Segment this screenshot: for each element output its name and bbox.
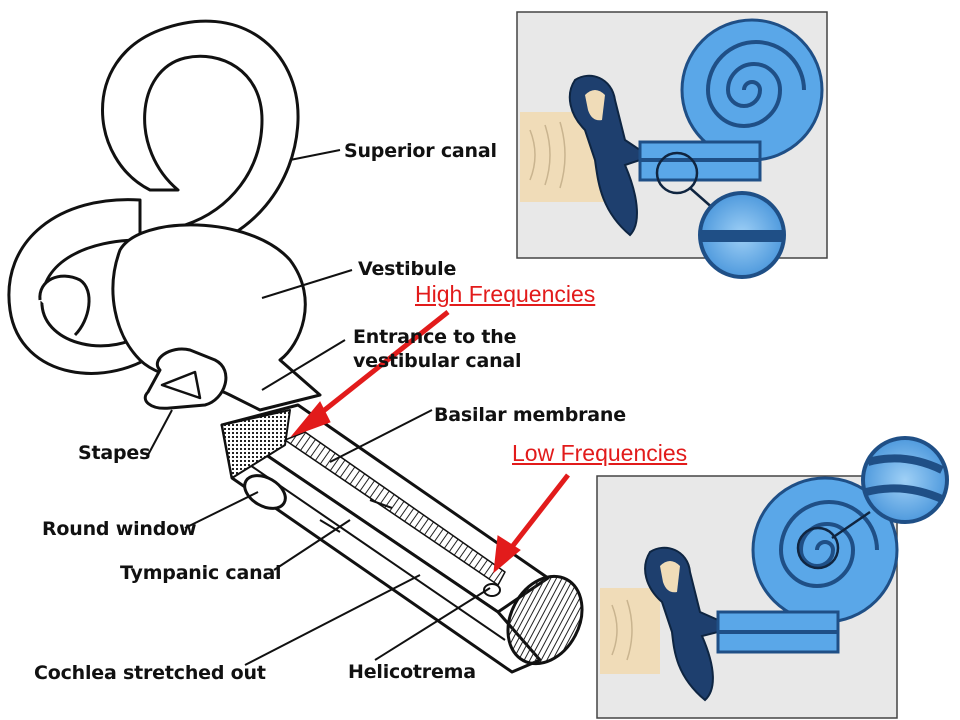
label-stapes: Stapes: [78, 442, 151, 464]
label-superior-canal: Superior canal: [344, 140, 497, 162]
cochlea-panel-top: [516, 11, 828, 279]
label-helicotrema: Helicotrema: [348, 661, 476, 683]
label-tympanic-canal: Tympanic canal: [120, 562, 282, 584]
ossicles-bottom: [644, 546, 719, 702]
high-frequency-arrow: [310, 310, 450, 422]
round-window-shape: [243, 474, 287, 510]
low-frequency-arrow: [506, 473, 570, 554]
helicotrema-cap: [506, 574, 584, 666]
ossicles-top: [568, 74, 641, 237]
cochlea-panel-bottom: [596, 436, 949, 719]
label-entrance-line1: Entrance to the: [353, 326, 517, 348]
magnifier-bottom: [861, 436, 949, 524]
ear-canal-bottom: [600, 588, 660, 674]
basilar-membrane-strip: [284, 431, 506, 586]
label-vestibule: Vestibule: [358, 258, 457, 280]
label-basilar-membrane: Basilar membrane: [434, 404, 626, 426]
high-frequencies-callout: High Frequencies: [415, 281, 596, 307]
label-round-window: Round window: [42, 518, 197, 540]
label-cochlea-stretched: Cochlea stretched out: [34, 662, 266, 684]
red-arrows: [290, 310, 570, 574]
low-frequencies-callout: Low Frequencies: [512, 440, 688, 466]
label-entrance-line2: vestibular canal: [353, 350, 522, 372]
leader-lines: [147, 149, 491, 666]
inner-ear-drawing: [7, 19, 584, 674]
vestibular-window: [221, 409, 291, 479]
